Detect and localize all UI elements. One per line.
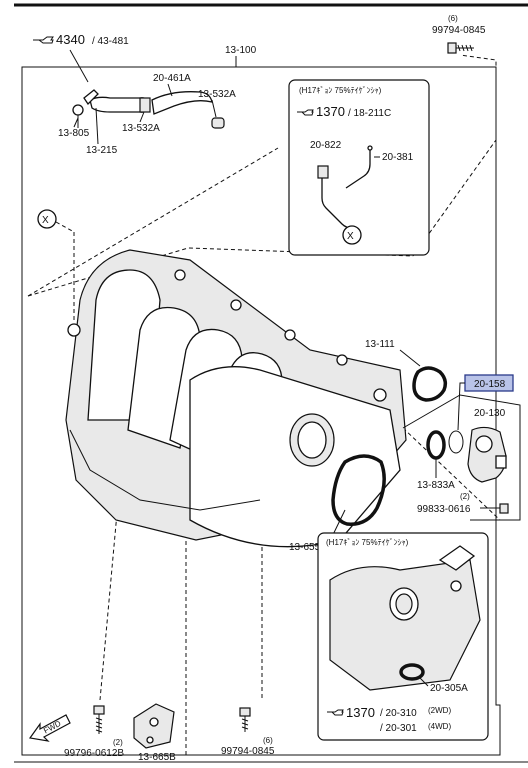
ref-circle-x-left bbox=[37, 209, 57, 229]
label-20-822: 20-822 bbox=[310, 140, 342, 151]
label-13-532a-left: 13-532A bbox=[122, 123, 160, 134]
o-ring-20-305a bbox=[399, 663, 425, 681]
dashed-region-throttle bbox=[402, 427, 501, 521]
tool-reference-icon bbox=[33, 36, 54, 44]
label-20-158: 20-158 bbox=[474, 379, 506, 390]
label-99794-0845-top: 99794-0845 bbox=[432, 25, 486, 36]
note-lower: (H17ｷﾞｮﾝ 75%ﾃｲｹﾞﾝｼｬ) bbox=[326, 538, 409, 547]
gasket-13-111 bbox=[412, 366, 448, 402]
leader-13-532a-left bbox=[139, 111, 145, 123]
ref-4340: 4340 bbox=[56, 32, 85, 47]
label-13-111: 13-111 bbox=[365, 339, 395, 350]
tool-reference-icon bbox=[327, 709, 344, 716]
label-13-532a-right: 13-532A bbox=[198, 89, 236, 100]
tool-reference-icon bbox=[297, 109, 314, 116]
label-x-left: X bbox=[42, 215, 49, 226]
qty-2-bottom-left: (2) bbox=[113, 738, 123, 747]
bolt-top-right bbox=[447, 42, 474, 54]
ref-circle-x-inset bbox=[342, 225, 362, 245]
leader-4340 bbox=[69, 49, 89, 83]
sub-2wd: (2WD) bbox=[428, 706, 451, 715]
label-20-381: 20-381 bbox=[382, 152, 414, 163]
o-ring-13-833a bbox=[426, 430, 446, 460]
assembly-boundary bbox=[21, 66, 501, 756]
label-x-inset: X bbox=[347, 231, 354, 242]
ref-18-211c: / 18-211C bbox=[348, 108, 391, 119]
leader-20-461a bbox=[167, 83, 173, 97]
sub-4wd: (4WD) bbox=[428, 722, 451, 731]
throttle-body-20-130 bbox=[467, 426, 507, 483]
label-99796-0612b: 99796-0612B bbox=[64, 748, 124, 759]
ref-1370-upper: 1370 bbox=[316, 104, 345, 119]
label-13-215: 13-215 bbox=[86, 145, 118, 156]
o-ring-20-158 bbox=[448, 430, 464, 454]
intake-manifold bbox=[65, 249, 407, 548]
bracket-13-665b bbox=[133, 703, 175, 749]
gasket-13-655b bbox=[331, 454, 386, 526]
leader-13-532a-right bbox=[211, 99, 217, 118]
bolt-99833-0616 bbox=[480, 503, 509, 514]
leader-20-305a bbox=[419, 677, 429, 687]
label-13-805: 13-805 bbox=[58, 128, 90, 139]
qty-6-bottom: (6) bbox=[263, 736, 273, 745]
ref-43-481: / 43-481 bbox=[92, 36, 129, 47]
label-13-665b: 13-665B bbox=[138, 752, 176, 763]
vacuum-pipe bbox=[317, 145, 373, 229]
label-99794-0845-bottom: 99794-0845 bbox=[221, 746, 275, 757]
label-20-305a: 20-305A bbox=[430, 683, 468, 694]
ref-20-310: / 20-310 bbox=[380, 708, 417, 719]
leader-20-158 bbox=[457, 382, 465, 431]
label-13-833a: 13-833A bbox=[417, 480, 455, 491]
bolt-99796-0612b bbox=[93, 705, 105, 734]
throttle-region-boundary bbox=[402, 394, 521, 521]
ref-1370-lower: 1370 bbox=[346, 705, 375, 720]
leader-13-111 bbox=[399, 349, 421, 367]
qty-6-top: (6) bbox=[448, 14, 458, 23]
leader-13-805 bbox=[73, 117, 79, 128]
label-13-655b: 13-655B bbox=[289, 542, 327, 553]
dashed-leader-x-link bbox=[55, 221, 75, 233]
manifold-detail bbox=[329, 545, 481, 691]
dashed-region-right bbox=[412, 54, 497, 257]
label-20-461a: 20-461A bbox=[153, 73, 191, 84]
fwd-arrow-icon bbox=[28, 714, 71, 742]
bolt-99794-0845-bottom bbox=[239, 707, 251, 732]
leader-13-215 bbox=[95, 107, 99, 145]
vacuum-hose-assembly bbox=[72, 89, 225, 129]
label-20-130: 20-130 bbox=[474, 408, 506, 419]
label-13-100: 13-100 bbox=[225, 45, 257, 56]
label-99833-0616: 99833-0616 bbox=[417, 504, 471, 515]
note-upper: (H17ｷﾞｮﾝ 75%ﾃｲｹﾞﾝｼｬ) bbox=[299, 86, 382, 95]
qty-2-mid: (2) bbox=[460, 492, 470, 501]
ref-20-301: / 20-301 bbox=[380, 723, 417, 734]
